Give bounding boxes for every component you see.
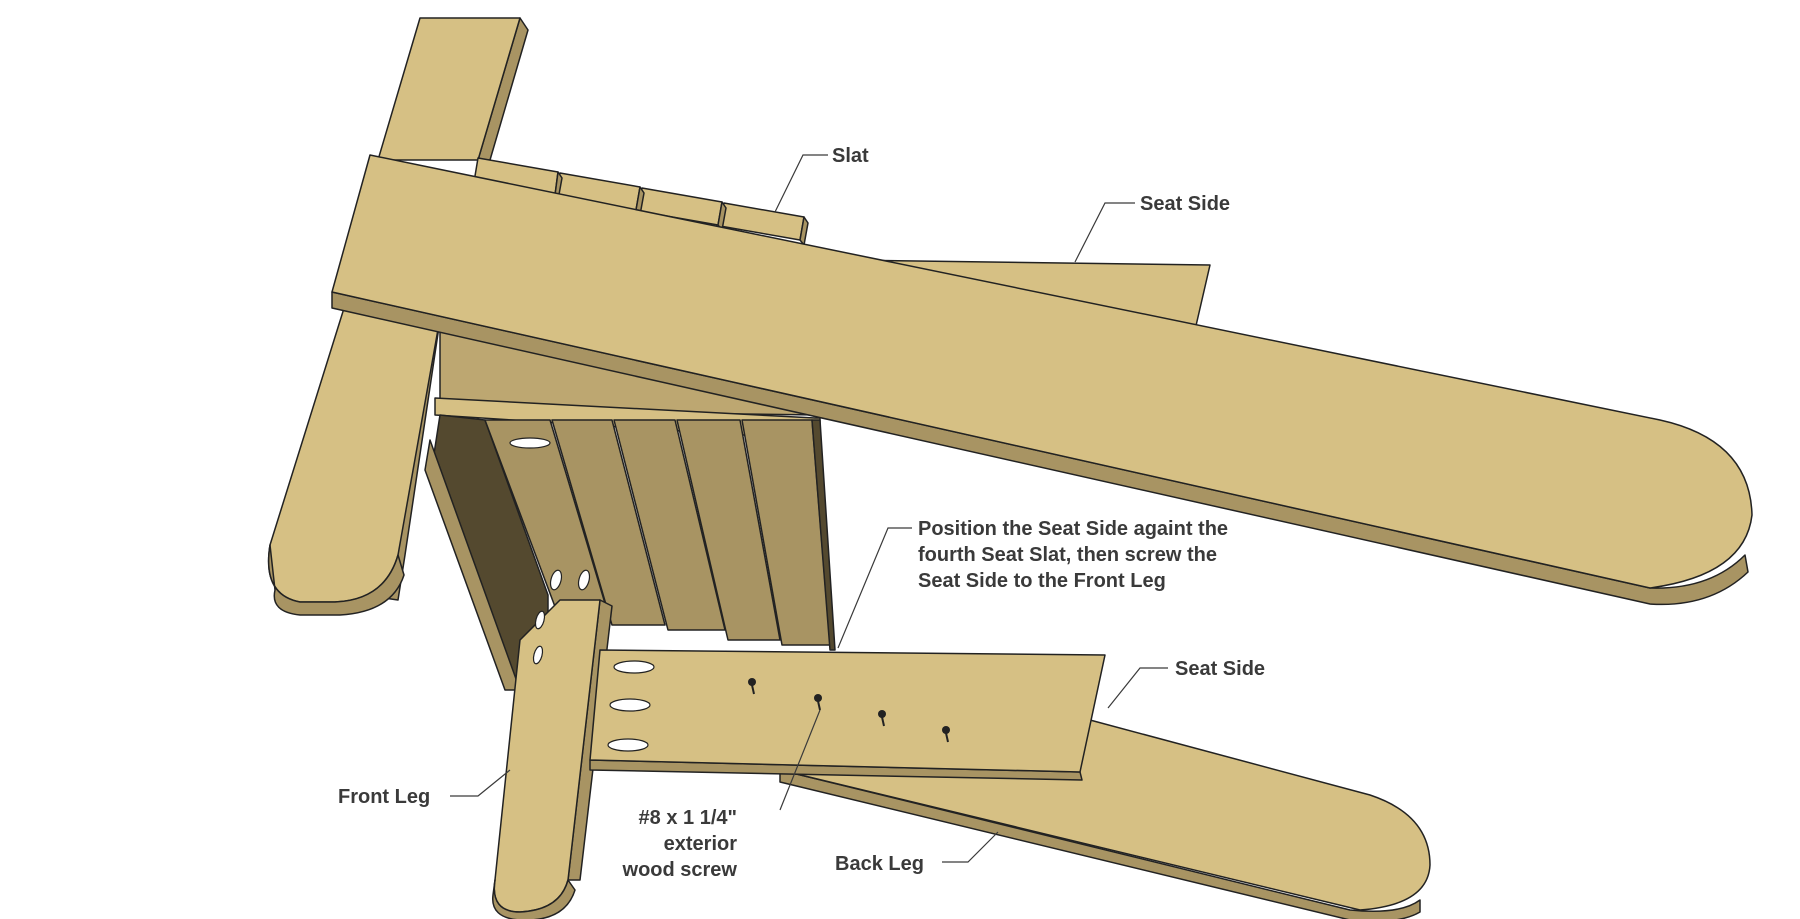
front-leg-label: Front Leg (338, 786, 430, 808)
instruction-line-1: Position the Seat Side againt the (918, 518, 1228, 540)
lower-seat-side (589, 649, 1106, 781)
screw-label-line-1: #8 x 1 1/4" (639, 807, 737, 829)
seat-side-bottom-label: Seat Side (1175, 658, 1265, 680)
slat-label: Slat (832, 145, 869, 167)
leader-lines (450, 154, 1168, 863)
instruction-line-2: fourth Seat Slat, then screw the (918, 544, 1217, 566)
back-leg-label: Back Leg (835, 853, 924, 875)
screw-label-line-2: exterior (664, 833, 738, 855)
main-seat-side (331, 154, 1753, 606)
instruction-line-3: Seat Side to the Front Leg (918, 570, 1166, 592)
screw-icon (748, 678, 950, 743)
back-left-leg (267, 17, 529, 616)
seat-side-top-label: Seat Side (1140, 193, 1230, 215)
screw-label-line-3: wood screw (622, 859, 738, 881)
top-slats (473, 157, 809, 246)
